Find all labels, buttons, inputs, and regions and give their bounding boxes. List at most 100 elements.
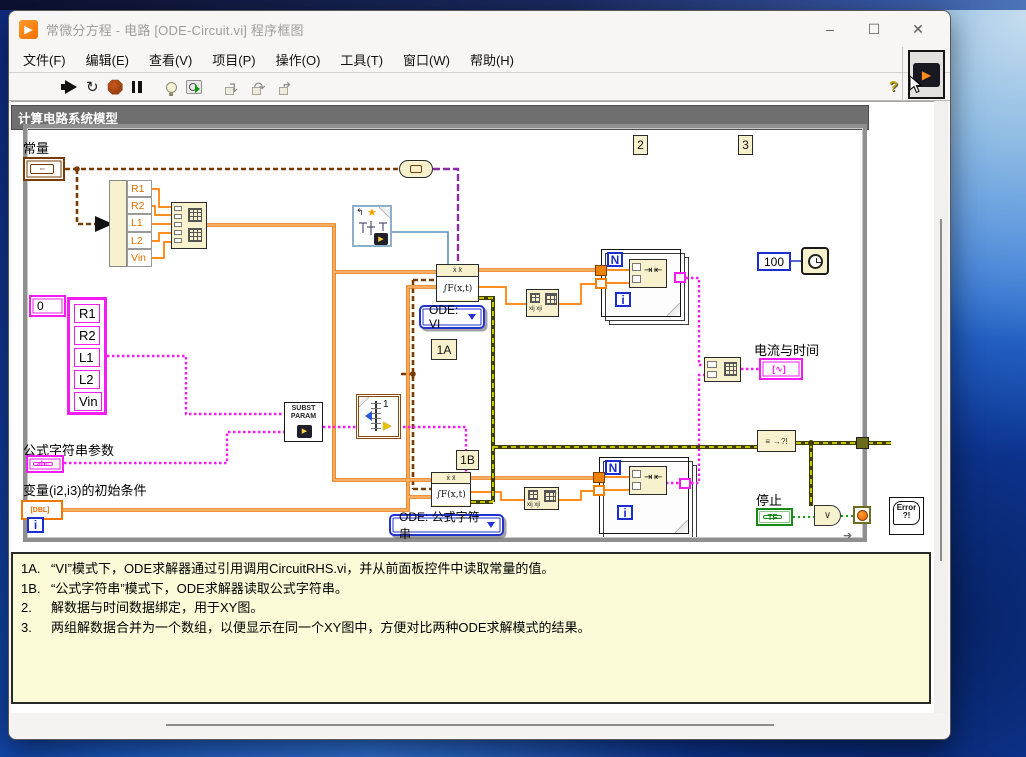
highlight-execution-button[interactable] bbox=[165, 77, 177, 97]
abort-icon bbox=[107, 79, 123, 95]
transpose-array-node-1[interactable]: xij xji bbox=[526, 289, 559, 317]
while-loop-iteration-terminal[interactable]: i bbox=[27, 517, 44, 533]
type-convert-node[interactable] bbox=[399, 160, 433, 178]
tunnel-orange-solid[interactable] bbox=[593, 472, 605, 483]
build-array-xy-node[interactable] bbox=[704, 357, 741, 382]
dogear-icon bbox=[667, 303, 680, 316]
ode-solver-node-1a[interactable]: ẋ ẍ ∫F(x,t) bbox=[436, 264, 479, 302]
transpose-array-node-2[interactable]: xij xji bbox=[524, 487, 559, 510]
bundle-node-loop1[interactable]: ⇥ ⇤ bbox=[629, 259, 667, 288]
param-name[interactable]: L1 bbox=[74, 348, 100, 367]
tunnel-orange-hollow[interactable] bbox=[593, 485, 605, 496]
menu-help[interactable]: 帮助(H) bbox=[469, 53, 515, 68]
stop-circle-icon bbox=[856, 509, 868, 521]
string-abc-icon: abc bbox=[33, 461, 53, 468]
dogear-icon bbox=[675, 520, 688, 533]
menu-file[interactable]: 文件(F) bbox=[23, 53, 66, 68]
dbl-array-icon: [DBL] bbox=[30, 506, 50, 514]
lightbulb-icon bbox=[165, 81, 177, 96]
ode-mode-dropdown-formula[interactable]: ODE: 公式字符串 bbox=[389, 510, 504, 541]
array-index-box[interactable]: 0 bbox=[29, 295, 66, 317]
menu-edit[interactable]: 编辑(E) bbox=[85, 53, 129, 68]
vertical-scrollbar[interactable] bbox=[934, 101, 948, 713]
or-glyph: ∨ bbox=[823, 510, 832, 521]
xy-graph-terminal[interactable]: [∿] bbox=[759, 358, 803, 380]
constant-cluster-terminal[interactable]: ▫▫ bbox=[23, 157, 65, 181]
menu-view[interactable]: 查看(V) bbox=[148, 53, 193, 68]
unbundle-item[interactable]: R1 bbox=[127, 180, 152, 197]
tunnel-error[interactable] bbox=[856, 437, 869, 449]
labview-arrow-icon: ▶ bbox=[374, 233, 388, 245]
labview-arrow-icon: ▶ bbox=[383, 420, 392, 432]
block-diagram-canvas[interactable]: 计算电路系统模型 ➜ i 常量 ▫▫ R1 R2 L1 L2 Vin 0 bbox=[11, 101, 934, 713]
titlebar[interactable]: ▶ 常微分方程 - 电路 [ODE-Circuit.vi] 程序框图 – ☐ ✕ bbox=[9, 11, 950, 47]
unbundle-by-name-node[interactable] bbox=[109, 180, 127, 267]
initial-conditions-label: 变量(i2,i3)的初始条件 bbox=[23, 483, 147, 498]
simple-error-handler-node[interactable]: Error ?! bbox=[889, 497, 924, 535]
notes-box: 1A.“VI”模式下，ODE求解器通过引用调用CircuitRHS.vi，并从前… bbox=[11, 552, 931, 704]
pause-button[interactable] bbox=[131, 77, 142, 97]
loop-condition-terminal[interactable] bbox=[853, 506, 871, 524]
unbundle-item[interactable]: R2 bbox=[127, 197, 152, 214]
bundle-node-loop2[interactable]: ⇥ ⇤ bbox=[629, 466, 667, 495]
menu-window[interactable]: 窗口(W) bbox=[403, 53, 450, 68]
tunnel-pink[interactable] bbox=[674, 272, 686, 283]
vi-icon: ▶ bbox=[909, 62, 940, 93]
retain-wire-values-button[interactable] bbox=[185, 77, 202, 97]
minimize-button[interactable]: – bbox=[826, 21, 834, 37]
note-tag-1b: 1B bbox=[456, 450, 479, 470]
unbundle-item[interactable]: Vin bbox=[127, 249, 152, 267]
step-out-button[interactable]: ↱ bbox=[278, 79, 296, 95]
run-continuous-button[interactable]: ↻ bbox=[86, 77, 99, 97]
param-name[interactable]: R2 bbox=[74, 326, 100, 345]
build-array-node[interactable] bbox=[171, 202, 207, 249]
param-name[interactable]: Vin bbox=[74, 392, 102, 411]
labview-block-diagram-window: ▶ 常微分方程 - 电路 [ODE-Circuit.vi] 程序框图 – ☐ ✕… bbox=[8, 10, 951, 740]
maximize-button[interactable]: ☐ bbox=[867, 20, 881, 37]
string-array-constant[interactable]: R1 R2 L1 L2 Vin bbox=[67, 297, 107, 415]
ode-solver-node-1b[interactable]: ẋ ẍ ∫F(x,t) bbox=[431, 472, 471, 507]
step-over-button[interactable]: ↷ bbox=[251, 79, 269, 95]
abort-button[interactable] bbox=[107, 77, 123, 97]
for-loop-1-iteration-terminal[interactable]: i bbox=[615, 292, 631, 307]
chevron-down-icon bbox=[468, 314, 476, 320]
wait-ms-node[interactable] bbox=[801, 247, 829, 275]
xy-graph-label: 电流与时间 bbox=[754, 343, 820, 358]
vertical-scrollbar-thumb[interactable] bbox=[940, 219, 942, 561]
menu-tools[interactable]: 工具(T) bbox=[340, 53, 384, 68]
formula-params-terminal[interactable]: abc bbox=[26, 455, 64, 473]
unbundle-item[interactable]: L1 bbox=[127, 214, 152, 232]
context-help-icon[interactable]: ? bbox=[888, 78, 898, 95]
circuit-sketch-icon bbox=[359, 221, 387, 235]
ode-mode-dropdown-vi[interactable]: ODE: VI bbox=[419, 303, 485, 331]
param-name[interactable]: L2 bbox=[74, 370, 100, 389]
tunnel-orange-solid[interactable] bbox=[595, 265, 607, 276]
for-loop-2-count-terminal[interactable]: N bbox=[605, 460, 621, 475]
menu-project[interactable]: 项目(P) bbox=[212, 53, 256, 68]
horizontal-scrollbar-thumb[interactable] bbox=[166, 724, 774, 726]
stop-boolean-terminal[interactable]: TF bbox=[756, 508, 793, 526]
unbundle-item[interactable]: L2 bbox=[127, 232, 152, 249]
run-button[interactable] bbox=[61, 77, 77, 97]
vi-reference-node[interactable]: ↰ ★ ▶ bbox=[352, 205, 392, 247]
close-button[interactable]: ✕ bbox=[912, 20, 924, 37]
tunnel-pink[interactable] bbox=[679, 478, 691, 489]
or-gate-node[interactable]: ∨ bbox=[814, 505, 841, 526]
wait-ms-constant[interactable]: 100 bbox=[757, 252, 791, 271]
tunnel-orange-hollow[interactable] bbox=[595, 278, 607, 289]
param-name[interactable]: R1 bbox=[74, 304, 100, 323]
menu-operate[interactable]: 操作(O) bbox=[275, 53, 321, 68]
transpose-glyph: xij xji bbox=[527, 502, 540, 508]
read-controls-vi-node[interactable]: 1 ▶ bbox=[356, 394, 401, 439]
horizontal-scrollbar[interactable] bbox=[11, 713, 948, 737]
vi-icon-pane[interactable]: ▶ bbox=[908, 50, 945, 99]
toolbar: ↻ ↴ ↷ ↱ bbox=[9, 74, 950, 101]
array-grid-icon bbox=[188, 208, 202, 222]
step-into-button[interactable]: ↴ bbox=[224, 79, 242, 95]
substitute-parameters-node[interactable]: SUBST PARAM ▶ bbox=[284, 402, 323, 442]
stop-label: 停止 bbox=[756, 493, 783, 508]
merge-errors-node[interactable]: ≡→?! bbox=[757, 430, 796, 452]
for-loop-2-iteration-terminal[interactable]: i bbox=[617, 505, 633, 520]
while-loop[interactable] bbox=[23, 124, 867, 542]
for-loop-1-count-terminal[interactable]: N bbox=[607, 252, 623, 267]
